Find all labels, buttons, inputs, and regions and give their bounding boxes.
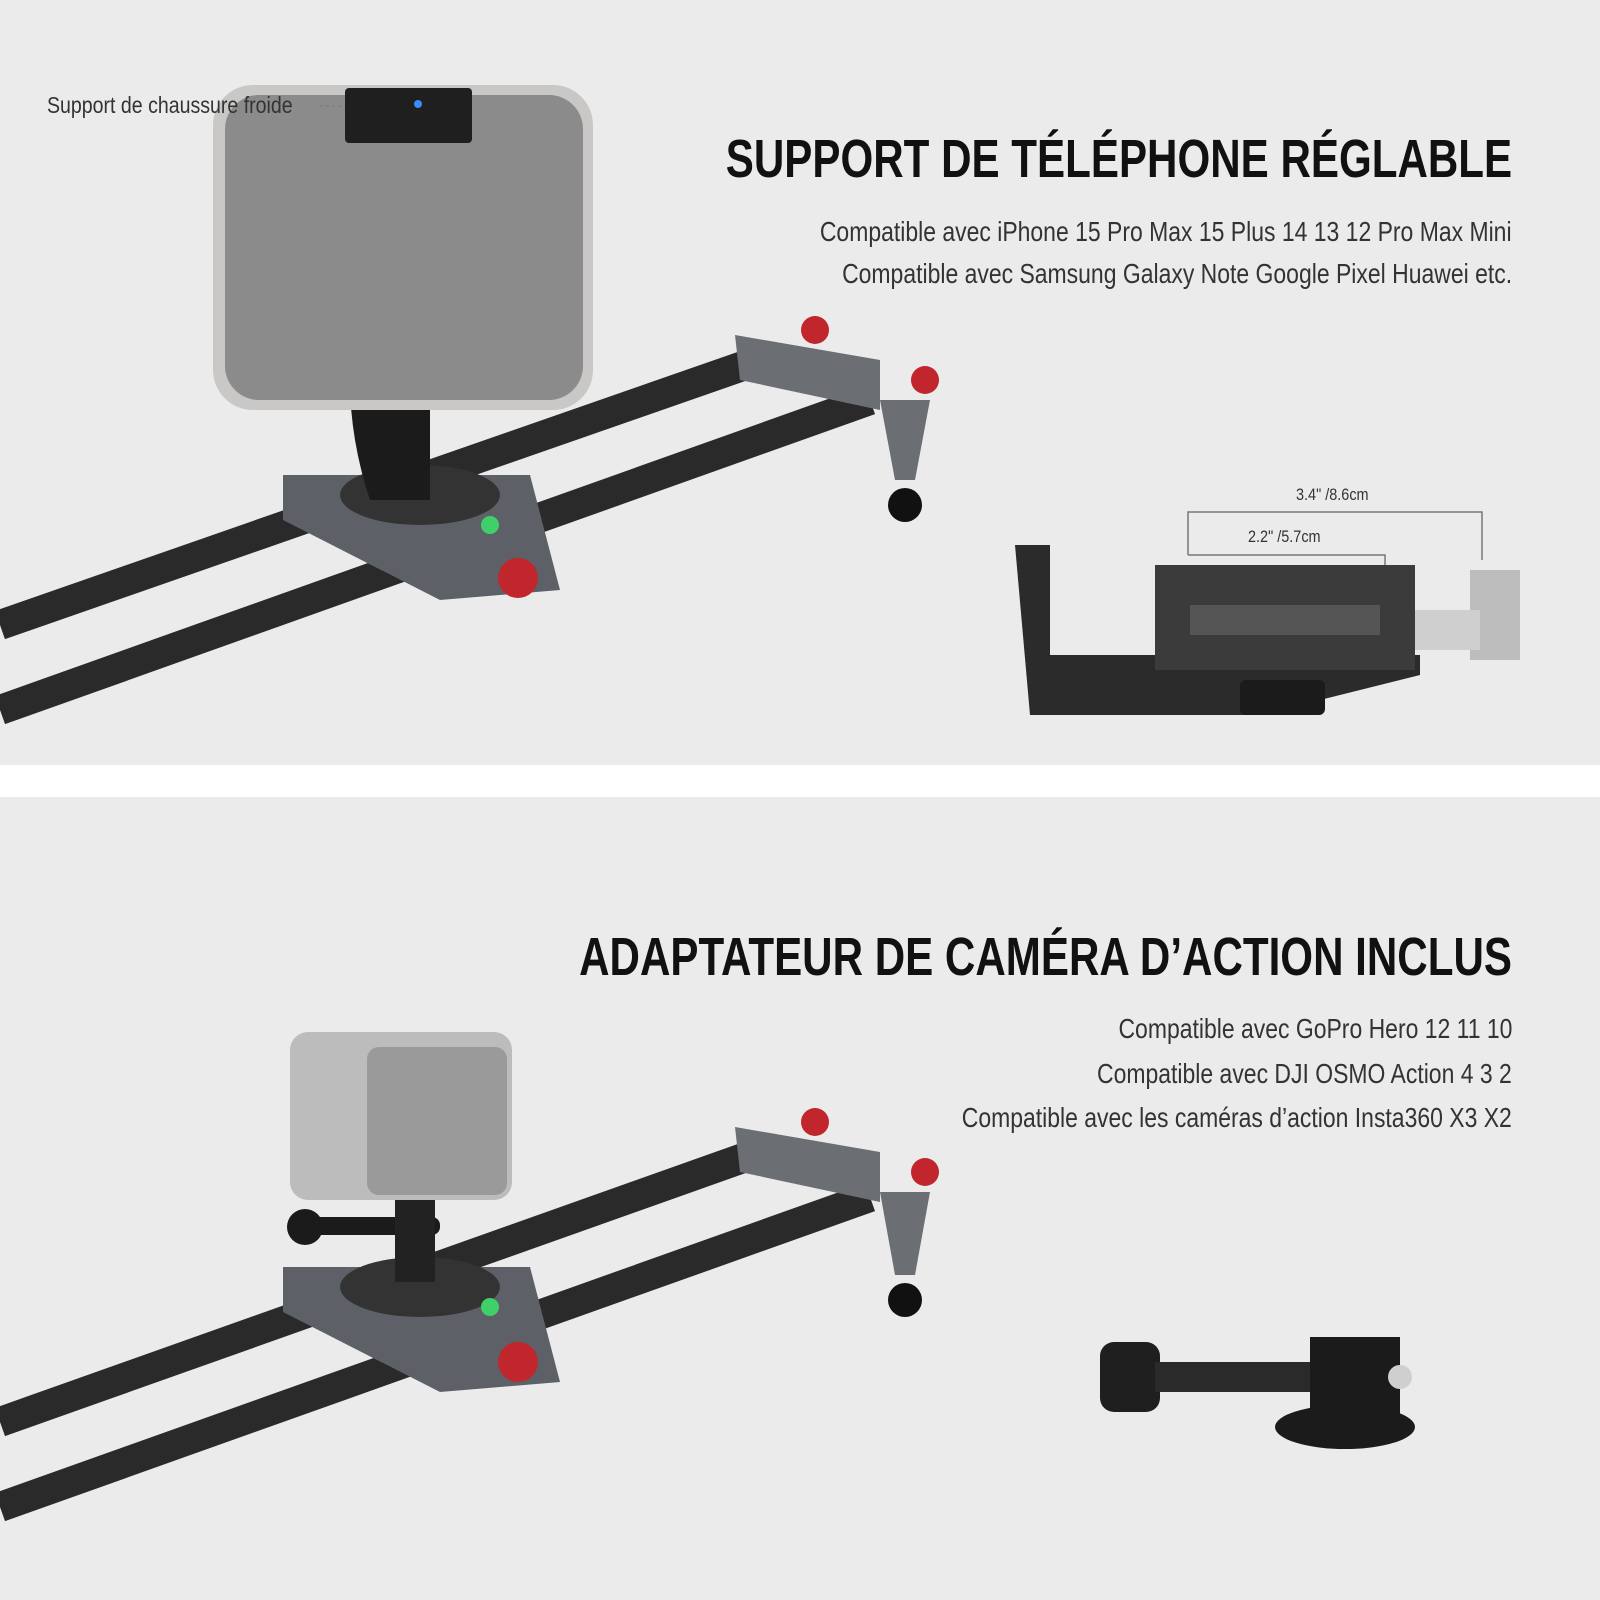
slider-with-camera-illustration	[0, 1032, 1415, 1522]
slider-with-phone-illustration	[0, 85, 1520, 725]
cold-shoe	[345, 88, 472, 143]
camera-section-title: ADAPTATEUR DE CAMÉRA D’ACTION INCLUS	[579, 927, 1512, 987]
camera-compat-line-1: Compatible avec GoPro Hero 12 11 10	[1118, 1013, 1512, 1044]
phone-compat-line-1: Compatible avec iPhone 15 Pro Max 15 Plu…	[820, 216, 1512, 247]
end-bracket	[735, 1108, 939, 1317]
clamp-illustration	[1015, 545, 1520, 715]
phone	[213, 85, 593, 410]
phone-section-title: SUPPORT DE TÉLÉPHONE RÉGLABLE	[725, 129, 1512, 189]
end-bracket	[735, 316, 939, 522]
phone-compat-line-2: Compatible avec Samsung Galaxy Note Goog…	[841, 258, 1512, 289]
adapter-illustration	[1100, 1337, 1415, 1449]
carriage	[283, 1257, 560, 1392]
dimension-outer: 3.4" /8.6cm	[1296, 485, 1369, 504]
action-camera-panel: ADAPTATEUR DE CAMÉRA D’ACTION INCLUS Com…	[0, 797, 1600, 1600]
camera-compat-line-2: Compatible avec DJI OSMO Action 4 3 2	[1097, 1058, 1512, 1089]
camera-mount	[287, 1192, 440, 1282]
phone-holder-panel: Support de chaussure froide SUPPORT DE T…	[0, 0, 1600, 765]
dimension-inner: 2.2" /5.7cm	[1248, 527, 1321, 546]
camera-compat-line-3: Compatible avec les caméras d’action Ins…	[961, 1102, 1512, 1133]
clamp-dimension-lines	[1187, 511, 1483, 565]
cold-shoe-callout: Support de chaussure froide	[47, 92, 293, 118]
action-camera	[290, 1032, 512, 1200]
